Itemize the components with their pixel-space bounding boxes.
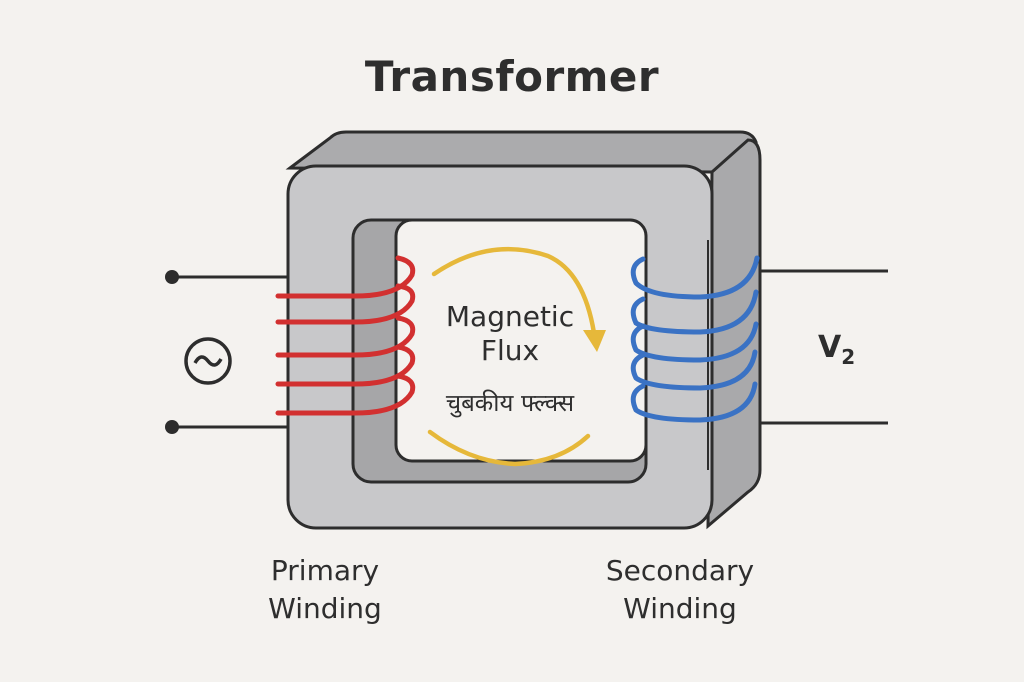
flux-hindi-label: चुबकीय फ्ल्क्स [445,389,575,417]
core-window [394,218,648,463]
voltage-symbol: V [818,330,842,365]
flux-line-2: Flux [480,334,540,367]
input-terminals [165,270,288,434]
terminal-top [165,270,179,284]
primary-coil [275,255,416,416]
terminal-bottom [165,420,179,434]
secondary-line-1: Secondary [605,554,755,587]
ac-source-icon [184,337,232,385]
output-terminals [760,269,888,425]
primary-line-2: Winding [268,592,382,625]
primary-winding-label: Primary Winding [215,552,435,628]
secondary-winding-label: Secondary Winding [570,552,790,628]
flux-arrow [427,246,597,467]
primary-line-1: Primary [270,554,380,587]
secondary-line-2: Winding [623,592,737,625]
diagram-title: Transformer [364,52,660,101]
core-top-face [285,130,758,174]
output-voltage-label: V2 [818,330,855,369]
voltage-subscript: 2 [841,345,856,369]
magnetic-flux-label: Magnetic Flux [420,300,600,368]
flux-line-1: Magnetic [445,300,575,333]
core-side-face [706,138,762,530]
flux-arrowhead [583,330,606,352]
secondary-coil [630,255,760,423]
